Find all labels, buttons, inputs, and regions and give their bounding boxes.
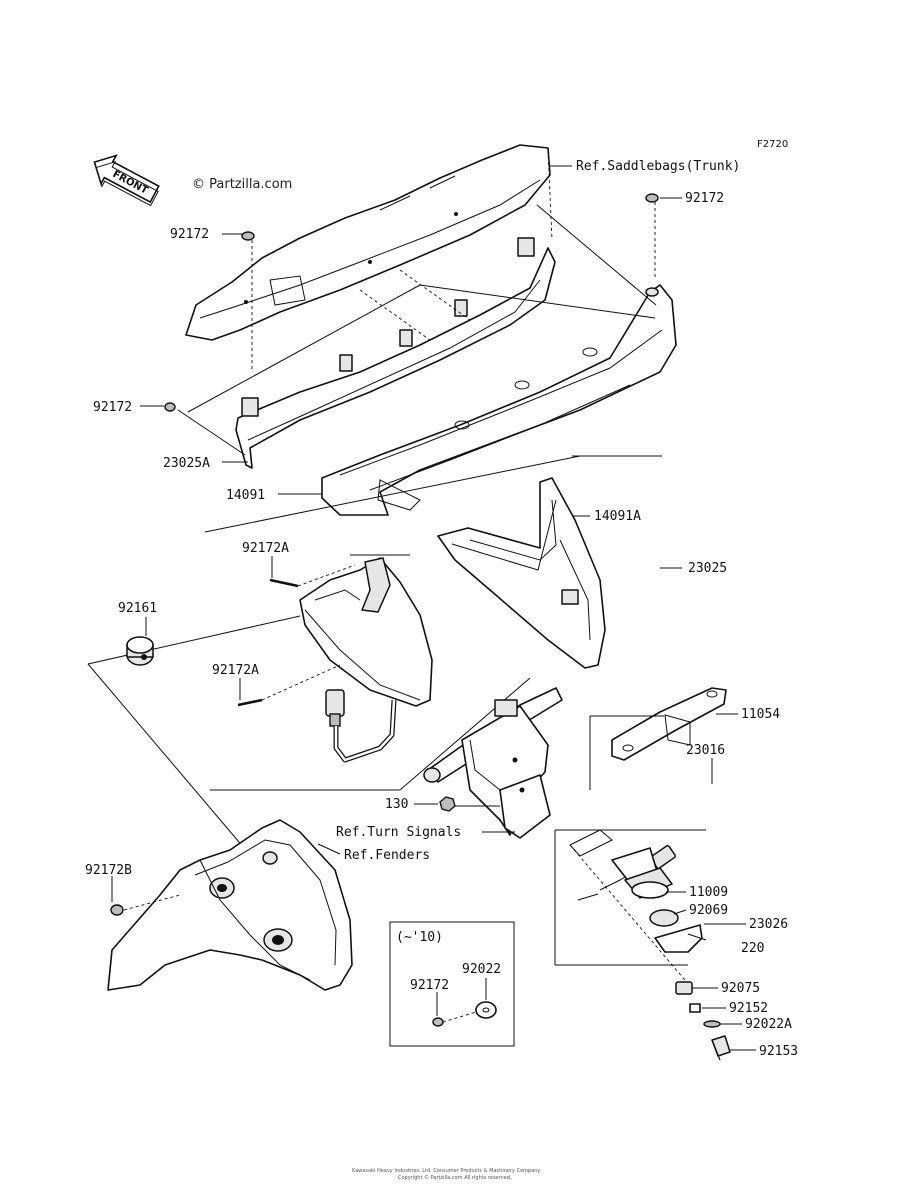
screw-icon [432, 1017, 444, 1027]
label-92075: 92075 [721, 981, 760, 996]
inset-frame [389, 921, 515, 1047]
label-92172-top-left: 92172 [170, 227, 209, 242]
front-arrow-icon: FRONT [93, 154, 160, 207]
lens-14091A [437, 477, 606, 669]
tail-lamp-housing-23025A [235, 237, 556, 469]
label-92022-inset: 92022 [462, 962, 501, 977]
screw-icon [110, 904, 124, 916]
license-light-housing [299, 557, 433, 707]
figure-code: F2720 [757, 139, 788, 150]
label-92172A-bottom: 92172A [212, 663, 259, 678]
label-92022A: 92022A [745, 1017, 792, 1032]
screw-icon [237, 578, 299, 707]
label-23026: 23026 [749, 917, 788, 932]
label-92161: 92161 [118, 601, 157, 616]
label-92152: 92152 [729, 1001, 768, 1016]
label-14091A: 14091A [594, 509, 641, 524]
saddlebag-trunk-ref [185, 144, 553, 341]
screw-icon [164, 193, 659, 412]
label-11054: 11054 [741, 707, 780, 722]
washer-92022 [475, 1001, 497, 1019]
tail-lamp-lens-14091 [321, 284, 677, 516]
fender-ref [107, 819, 353, 991]
watermark: © Partzilla.com [192, 177, 292, 192]
label-92153: 92153 [759, 1044, 798, 1059]
grommet-92161 [126, 636, 154, 666]
inset-label: (~'10) [396, 930, 443, 945]
label-220: 220 [741, 941, 764, 956]
label-11009: 11009 [689, 885, 728, 900]
label-92069: 92069 [689, 903, 728, 918]
mounting-bracket [423, 687, 563, 839]
bracket-11054 [611, 687, 727, 761]
label-23025: 23025 [688, 561, 727, 576]
label-ref-turn-signals: Ref.Turn Signals [336, 825, 461, 840]
label-92172-inset: 92172 [410, 978, 449, 993]
label-14091: 14091 [226, 488, 265, 503]
label-ref-fenders: Ref.Fenders [344, 848, 430, 863]
label-ref-saddlebags: Ref.Saddlebags(Trunk) [576, 159, 740, 174]
label-23016: 23016 [686, 743, 725, 758]
nut-130 [439, 796, 456, 812]
label-92172A-top: 92172A [242, 541, 289, 556]
label-92172-top-right: 92172 [685, 191, 724, 206]
label-23025A: 23025A [163, 456, 210, 471]
label-92172B: 92172B [85, 863, 132, 878]
footer-line-1: Kawasaki Heavy Industries, Ltd. Consumer… [352, 1168, 540, 1174]
small-parts-stack [675, 981, 731, 1061]
license-lamp-assembly [569, 829, 703, 953]
label-92172-left: 92172 [93, 400, 132, 415]
label-130: 130 [385, 797, 408, 812]
footer-line-2: Copyright © Partzilla.com All rights res… [398, 1174, 512, 1181]
wiring-harness [325, 689, 397, 763]
